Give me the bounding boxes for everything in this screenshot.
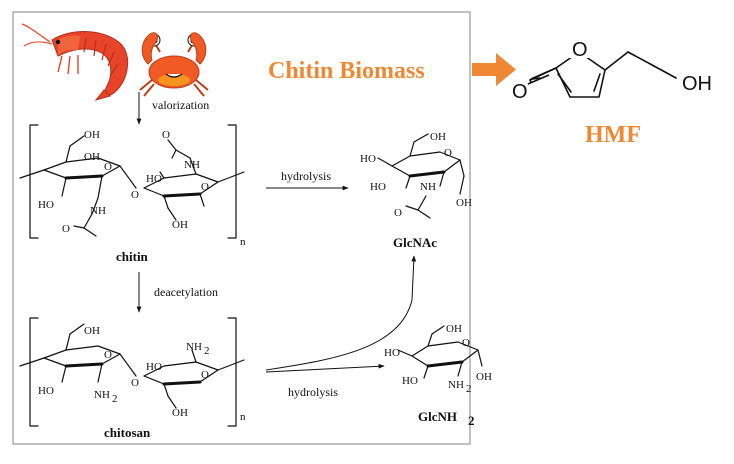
label-glcnac: GlcNAc xyxy=(393,235,437,250)
glcnh2-ring-o: O xyxy=(462,337,470,349)
glcnac-o-acetyl: O xyxy=(394,207,402,219)
step-hydrolysis-bottom: hydrolysis xyxy=(288,385,338,399)
hmf-hydroxyl: OH xyxy=(682,73,712,95)
chitosan-oh-2: OH xyxy=(172,407,188,419)
glcnac-oh-6: OH xyxy=(430,131,446,143)
label-chitosan: chitosan xyxy=(104,425,151,440)
glcnac-ring-o: O xyxy=(444,147,452,159)
chitin-link-o: O xyxy=(131,189,139,201)
chitosan-ho-2: HO xyxy=(146,361,162,373)
glcnh2-nh2: NH xyxy=(448,379,464,391)
glcnac-ho-4: HO xyxy=(360,153,376,165)
chitin-o-1: O xyxy=(62,223,70,235)
product-label-hmf: HMF xyxy=(585,122,641,148)
chitosan-n: n xyxy=(240,411,246,423)
glcnac-nh: NH xyxy=(420,181,436,193)
label-glcnh2-sub: 2 xyxy=(468,413,475,428)
chitosan-structure xyxy=(19,317,245,427)
chitosan-oh-6a: OH xyxy=(84,325,100,337)
chitosan-ho-1: HO xyxy=(38,385,54,397)
chitosan-ring-o-1: O xyxy=(104,349,112,361)
big-arrow-icon xyxy=(472,53,516,86)
hmf-ring-oxygen: O xyxy=(572,39,588,61)
chitin-ho-1: HO xyxy=(38,199,54,211)
title-chitin-biomass: Chitin Biomass xyxy=(268,58,425,84)
chitosan-nh2-1-sub: 2 xyxy=(112,393,118,405)
chitosan-nh2-2: NH xyxy=(186,341,202,353)
chitosan-nh2-2-sub: 2 xyxy=(204,345,210,357)
chitin-oh-1: OH xyxy=(84,151,100,163)
label-glcnh2: GlcNH xyxy=(418,409,457,424)
chitin-oh-2: OH xyxy=(172,219,188,231)
scheme-frame xyxy=(12,11,471,445)
glcnh2-oh-1: OH xyxy=(476,371,492,383)
chitin-n: n xyxy=(240,236,246,248)
chitosan-nh2-1: NH xyxy=(94,389,110,401)
glcnac-ho-3: HO xyxy=(370,181,386,193)
glcnh2-nh2-sub: 2 xyxy=(466,383,472,395)
chitin-oh-1b: OH xyxy=(84,129,100,141)
hmf-aldehyde-oxygen: O xyxy=(512,81,528,103)
chitin-ring-o-2: O xyxy=(201,181,209,193)
chitosan-link-o: O xyxy=(131,377,139,389)
step-valorization: valorization xyxy=(152,98,209,112)
glcnh2-structure xyxy=(397,325,483,379)
step-hydrolysis-top: hydrolysis xyxy=(281,169,331,183)
glcnh2-ho-3: HO xyxy=(402,375,418,387)
glcnh2-oh-6: OH xyxy=(446,323,462,335)
step-deacetylation: deacetylation xyxy=(154,285,218,299)
hmf-structure xyxy=(529,51,677,98)
glcnac-oh-1: OH xyxy=(456,197,472,209)
crab-icon xyxy=(139,32,209,97)
chitin-ring-o-1: O xyxy=(104,161,112,173)
label-chitin: chitin xyxy=(116,249,149,264)
chitin-nh-1: NH xyxy=(90,205,106,217)
shrimp-icon xyxy=(21,23,129,101)
chitin-o-2: O xyxy=(162,129,170,141)
glcnac-structure xyxy=(377,133,465,219)
glcnh2-ho-4: HO xyxy=(384,347,400,359)
chitosan-ring-o-2: O xyxy=(201,369,209,381)
chitin-structure xyxy=(19,124,245,239)
chitin-ho-2: HO xyxy=(146,173,162,185)
chitin-nh-2: NH xyxy=(184,159,200,171)
